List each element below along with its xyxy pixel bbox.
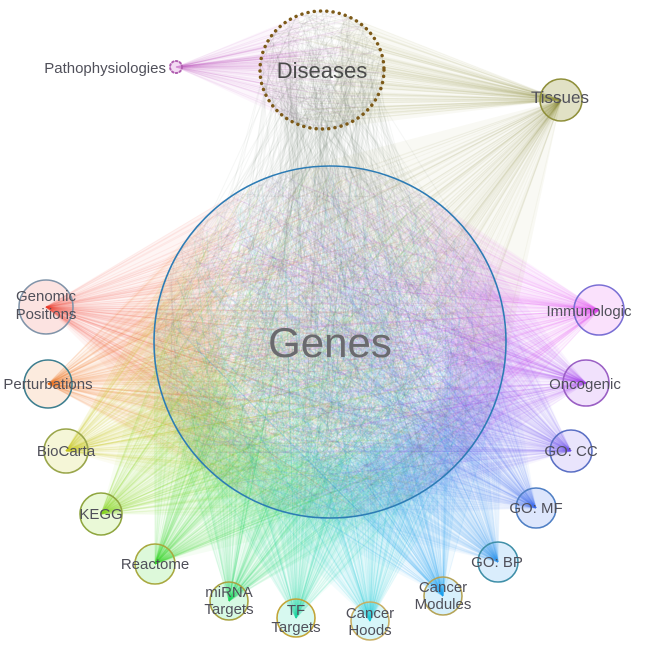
layer-wedges bbox=[46, 15, 599, 621]
label-pathophysiologies: Pathophysiologies bbox=[44, 60, 166, 77]
edge-wedge-tissues-genes bbox=[285, 100, 561, 379]
edge-fan-pathophysiologies-diseases bbox=[175, 13, 383, 129]
label-reactome: Reactome bbox=[121, 556, 189, 573]
layer-texture bbox=[153, 10, 507, 519]
edge-fan-kegg-genes bbox=[100, 172, 499, 515]
label-oncogenic: Oncogenic bbox=[549, 376, 621, 393]
edge-wedge-genomic-positions-genes bbox=[46, 191, 240, 467]
label-immunologic: Immunologic bbox=[546, 303, 632, 320]
diseases-hairball bbox=[259, 10, 385, 130]
node-tf-targets[interactable] bbox=[276, 598, 316, 638]
label-diseases: Diseases bbox=[277, 58, 367, 83]
node-cancer-hoods[interactable] bbox=[350, 601, 390, 641]
node-genes[interactable] bbox=[153, 165, 507, 519]
node-biocarta[interactable] bbox=[43, 428, 89, 474]
node-mirna-targets[interactable] bbox=[209, 581, 249, 621]
edge-fan-oncogenic-genes bbox=[165, 171, 587, 514]
node-immunologic[interactable] bbox=[573, 284, 625, 336]
node-perturbations[interactable] bbox=[23, 359, 73, 409]
edge-wedge-immunologic-genes bbox=[427, 195, 599, 462]
edge-wedge-kegg-genes bbox=[101, 295, 327, 518]
label-go-mf: GO: MF bbox=[509, 500, 562, 517]
edge-wedge-go-mf-genes bbox=[338, 313, 536, 518]
edge-fan-perturbations-genes bbox=[47, 170, 496, 517]
edge-fan-cancer-modules-genes bbox=[162, 167, 498, 597]
edge-fan-biocarta-genes bbox=[65, 167, 501, 491]
node-kegg[interactable] bbox=[79, 492, 123, 536]
layer-nodes bbox=[18, 60, 625, 641]
layer-outline bbox=[153, 9, 507, 519]
edge-wedge-cancer-modules-genes bbox=[250, 388, 500, 596]
genes-circle-fill bbox=[154, 166, 506, 518]
layer-edges bbox=[45, 12, 600, 622]
edge-fan-genomic-positions-genes bbox=[45, 184, 495, 511]
edge-wedge-go-bp-genes bbox=[289, 348, 506, 562]
edge-fan-tf-targets-genes bbox=[169, 169, 506, 619]
edge-fan-go-mf-genes bbox=[161, 175, 537, 511]
edge-fan-tissues-diseases bbox=[262, 14, 562, 123]
edge-fan-cancer-hoods-genes bbox=[158, 173, 502, 622]
node-diseases[interactable] bbox=[258, 9, 386, 131]
edge-fan-mirna-targets-genes bbox=[166, 173, 495, 602]
layer-labels: Genes Diseases PathophysiologiesTissuesGen… bbox=[3, 58, 632, 639]
node-genomic-positions[interactable] bbox=[18, 279, 74, 335]
label-tissues: Tissues bbox=[531, 88, 589, 107]
node-reactome[interactable] bbox=[134, 543, 176, 585]
edge-fan-tissues-genes bbox=[158, 99, 562, 506]
edge-wedge-tissues-diseases bbox=[329, 15, 561, 129]
edge-wedge-mirna-targets-genes bbox=[162, 396, 417, 601]
node-oncogenic[interactable] bbox=[562, 359, 610, 407]
edge-wedge-pathophysiologies-diseases bbox=[176, 15, 300, 124]
node-pathophysiologies[interactable] bbox=[169, 60, 183, 74]
edge-wedge-cancer-hoods-genes bbox=[209, 431, 482, 621]
node-cancer-modules[interactable] bbox=[423, 576, 463, 616]
edge-wedge-tf-targets-genes bbox=[181, 435, 452, 618]
edge-wedge-go-cc-genes bbox=[382, 270, 571, 510]
edge-wedge-reactome-genes bbox=[154, 342, 371, 564]
label-biocarta: BioCarta bbox=[37, 443, 96, 460]
edge-wedge-oncogenic-genes bbox=[427, 233, 586, 489]
edge-wedge-biocarta-genes bbox=[66, 255, 283, 512]
edge-wedge-perturbations-genes bbox=[48, 221, 243, 495]
node-go-mf[interactable] bbox=[515, 487, 557, 529]
label-go-cc: GO: CC bbox=[544, 443, 598, 460]
genes-hairball bbox=[153, 165, 507, 519]
node-go-bp[interactable] bbox=[477, 541, 519, 583]
label-genes: Genes bbox=[268, 319, 392, 366]
label-go-bp: GO: BP bbox=[471, 554, 523, 571]
node-go-cc[interactable] bbox=[549, 429, 593, 473]
label-perturbations: Perturbations bbox=[3, 376, 92, 393]
layer-fill bbox=[154, 166, 506, 518]
node-tissues[interactable] bbox=[539, 78, 583, 122]
edge-fan-immunologic-genes bbox=[168, 170, 600, 501]
edge-fan-reactome-genes bbox=[154, 168, 498, 565]
edge-fan-go-bp-genes bbox=[155, 192, 501, 563]
label-kegg: KEGG bbox=[79, 506, 122, 523]
